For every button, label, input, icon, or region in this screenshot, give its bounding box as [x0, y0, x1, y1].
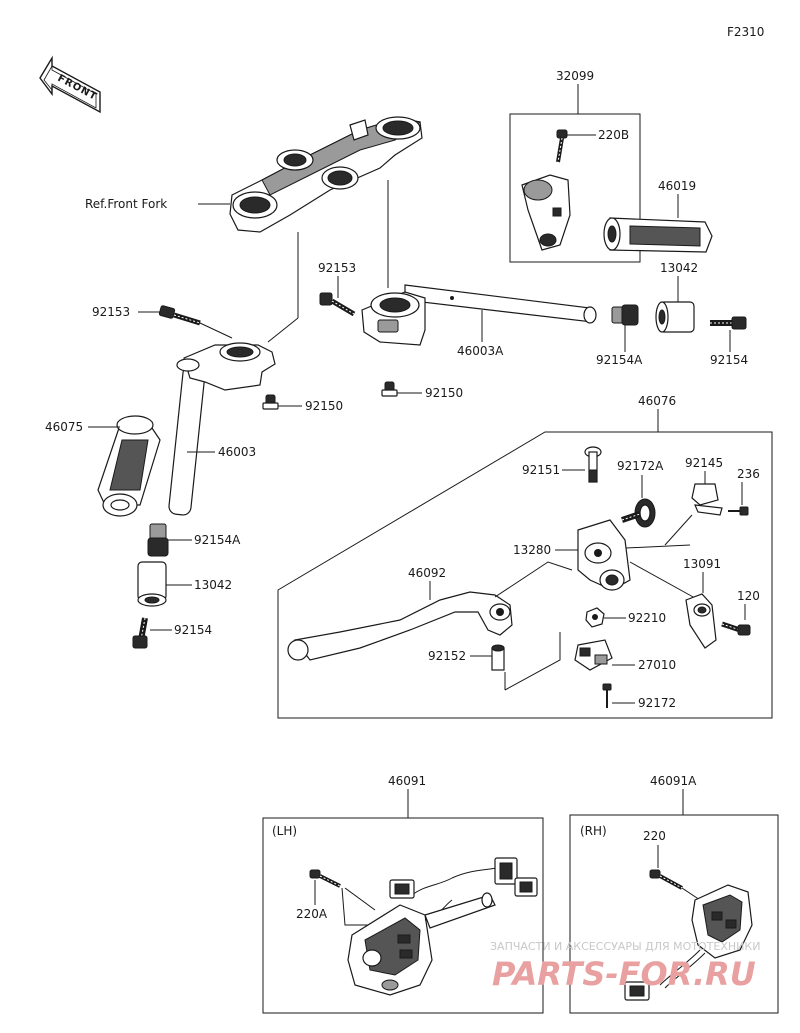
- bolt-92153-left: [158, 305, 201, 326]
- label-32099: 32099: [556, 69, 594, 83]
- bolt-220A: [309, 869, 341, 888]
- label-92153-right: 92153: [318, 261, 356, 275]
- label-13280: 13280: [513, 543, 551, 557]
- switch-housing-lh: [347, 857, 538, 996]
- label-120: 120: [737, 589, 760, 603]
- ref-front-fork-label: Ref.Front Fork: [85, 197, 167, 211]
- watermark-logo: PARTS-FOR.RU: [492, 955, 756, 993]
- bolt-92153-right: [319, 292, 356, 317]
- bolt-92150-left: [262, 394, 279, 410]
- label-13042-right: 13042: [660, 261, 698, 275]
- grip-46019: [603, 217, 713, 253]
- label-46091A: 46091A: [650, 774, 697, 788]
- bolt-92154-left: [132, 617, 148, 649]
- lever-holder-13280: [577, 519, 691, 591]
- bolt-92151: [584, 446, 602, 483]
- label-92154-left: 92154: [174, 623, 212, 637]
- grip-46075: [97, 415, 161, 517]
- lever-assembly-box: [277, 431, 773, 719]
- label-46003: 46003: [218, 445, 256, 459]
- label-13042-left: 13042: [194, 578, 232, 592]
- label-92145: 92145: [685, 456, 723, 470]
- clamp-13091: [685, 593, 717, 649]
- label-220: 220: [643, 829, 666, 843]
- adjuster-92172A: [621, 498, 656, 528]
- label-27010: 27010: [638, 658, 676, 672]
- lever-46092: [287, 591, 513, 661]
- label-46076: 46076: [638, 394, 676, 408]
- nut-92210: [585, 607, 605, 628]
- bar-end-weight-13042-left: [137, 561, 167, 607]
- panel-rh-label: (RH): [580, 824, 607, 838]
- label-92154A-right: 92154A: [596, 353, 643, 367]
- bolt-92150-right: [381, 381, 398, 397]
- figure-code: F2310: [727, 25, 764, 39]
- bolt-120: [721, 621, 751, 636]
- switch-housing-rh: [624, 884, 753, 1001]
- collar-92152: [491, 644, 505, 671]
- screw-92172: [602, 683, 612, 708]
- label-92153-left: 92153: [92, 305, 130, 319]
- bar-end-insert-92154A-right: [611, 304, 639, 326]
- label-46091: 46091: [388, 774, 426, 788]
- label-13091: 13091: [683, 557, 721, 571]
- label-220B: 220B: [598, 128, 629, 142]
- label-92150-left: 92150: [305, 399, 343, 413]
- label-92154A-left: 92154A: [194, 533, 241, 547]
- label-92151: 92151: [522, 463, 560, 477]
- bar-end-insert-92154A-left: [147, 523, 169, 557]
- label-92210: 92210: [628, 611, 666, 625]
- upper-triple-clamp: [229, 116, 423, 233]
- watermark-subtitle: ЗАПЧАСТИ И АКСЕССУАРЫ ДЛЯ МОТОТЕХНИКИ: [490, 940, 760, 953]
- label-46075: 46075: [45, 420, 83, 434]
- rh-switch-box: [569, 814, 779, 1014]
- panel-lh-label: (LH): [272, 824, 297, 838]
- label-236: 236: [737, 467, 760, 481]
- bolt-92154-right: [710, 316, 747, 330]
- label-92150-right: 92150: [425, 386, 463, 400]
- switch-27010: [574, 639, 613, 671]
- spring-92145: [691, 483, 723, 516]
- bolt-220: [649, 869, 683, 890]
- label-92172A: 92172A: [617, 459, 664, 473]
- throttle-housing-32099: [521, 174, 571, 251]
- front-arrow-icon: [39, 55, 101, 114]
- lh-switch-box: [262, 817, 544, 1014]
- handlebar-46003: [168, 342, 276, 516]
- bar-end-weight-13042-right: [655, 301, 695, 333]
- bolt-220B: [556, 129, 568, 163]
- screw-236: [728, 506, 749, 516]
- label-46092: 46092: [408, 566, 446, 580]
- label-92152: 92152: [428, 649, 466, 663]
- throttle-housing-box: [509, 113, 641, 263]
- label-92154-right: 92154: [710, 353, 748, 367]
- label-46003A: 46003A: [457, 344, 504, 358]
- label-46019: 46019: [658, 179, 696, 193]
- handlebar-46003A: [361, 284, 597, 346]
- label-92172: 92172: [638, 696, 676, 710]
- label-220A: 220A: [296, 907, 328, 921]
